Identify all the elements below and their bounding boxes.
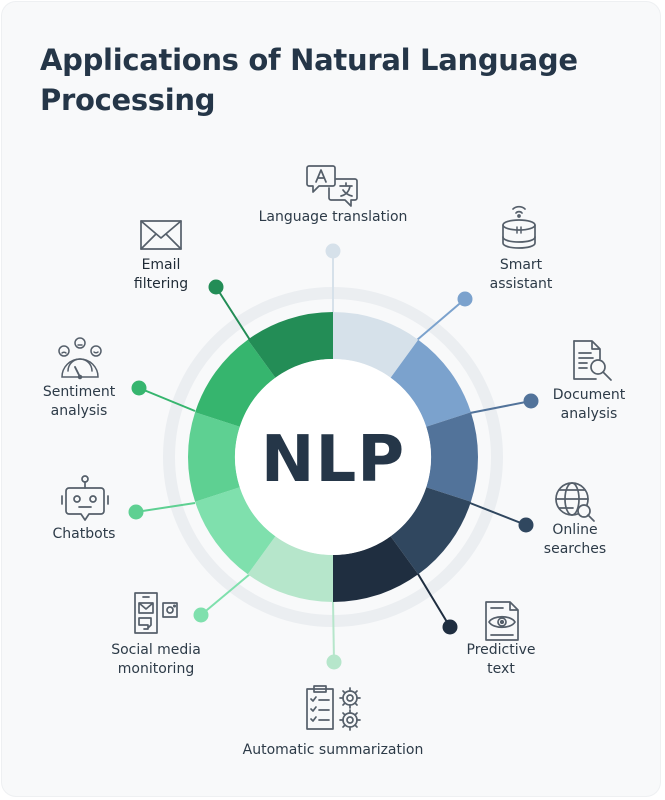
center-label: NLP xyxy=(261,423,405,497)
document-search-icon xyxy=(570,339,614,383)
dot-smart-assistant xyxy=(457,291,473,307)
connector-document-analysis xyxy=(469,400,532,414)
segment-document-analysis xyxy=(426,412,478,502)
segment-chatbots xyxy=(187,412,240,502)
connector-email-filtering xyxy=(215,286,251,341)
connector-predictive-text xyxy=(417,573,451,628)
label-document-analysis: Document analysis xyxy=(552,387,626,422)
connector-online-searches xyxy=(469,502,527,526)
document-eye-icon xyxy=(482,600,522,642)
dot-predictive-text xyxy=(442,619,458,635)
segment-automatic-summarization xyxy=(247,536,333,602)
dot-sentiment-analysis xyxy=(131,380,147,396)
dot-document-analysis xyxy=(523,393,539,409)
connector-automatic-summarization xyxy=(332,599,335,663)
dot-online-searches xyxy=(518,517,534,533)
label-language-translation: Language translation xyxy=(258,209,408,225)
robot-icon xyxy=(60,474,110,524)
dot-social-media-monitoring xyxy=(193,607,209,623)
label-automatic-summarization: Automatic summarization xyxy=(242,742,424,758)
segment-predictive-text xyxy=(333,536,419,602)
label-predictive-text: Predictive text xyxy=(466,642,536,677)
label-email-filtering: Email filtering xyxy=(133,257,189,292)
sentiment-meter-icon xyxy=(55,335,105,381)
dot-chatbots xyxy=(128,504,144,520)
connector-social-media-monitoring xyxy=(200,573,251,616)
label-smart-assistant: Smart assistant xyxy=(489,257,553,292)
connector-chatbots xyxy=(135,502,196,513)
checklist-gears-icon xyxy=(304,683,366,733)
dot-automatic-summarization xyxy=(326,654,342,670)
globe-search-icon xyxy=(552,481,596,523)
label-social-media-monitoring: Social media monitoring xyxy=(111,642,201,677)
segment-online-searches xyxy=(390,487,471,575)
smart-speaker-icon xyxy=(499,203,539,253)
center-circle xyxy=(235,359,431,555)
label-online-searches: Online searches xyxy=(543,522,607,557)
label-chatbots: Chatbots xyxy=(52,526,116,542)
envelope-icon xyxy=(139,219,183,251)
devices-icon xyxy=(131,589,181,639)
segment-email-filtering xyxy=(247,312,333,378)
segment-social-media-monitoring xyxy=(195,487,276,575)
page-title: Applications of Natural Language Process… xyxy=(40,43,578,117)
connector-smart-assistant xyxy=(416,298,466,341)
dot-language-translation xyxy=(325,243,341,259)
connector-sentiment-analysis xyxy=(138,387,196,412)
dot-email-filtering xyxy=(208,279,224,295)
translate-icon xyxy=(306,163,360,209)
label-sentiment-analysis: Sentiment analysis xyxy=(42,384,116,419)
segment-language-translation xyxy=(333,312,419,378)
segment-smart-assistant xyxy=(390,339,471,427)
segment-sentiment-analysis xyxy=(195,339,276,427)
